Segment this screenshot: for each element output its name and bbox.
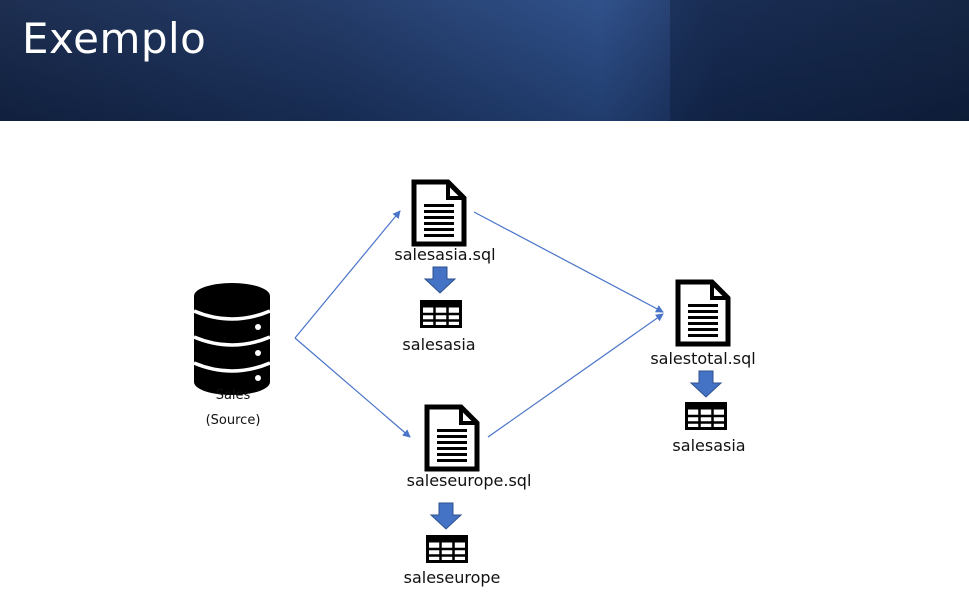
source-name: Sales xyxy=(215,388,251,403)
down-arrow-icon xyxy=(424,266,456,294)
europe-script-label: saleseurope.sql xyxy=(406,471,532,490)
database-icon xyxy=(193,283,271,395)
title-bar: Exemplo xyxy=(0,0,969,121)
down-arrow-icon xyxy=(690,370,722,398)
table-icon xyxy=(685,402,727,430)
document-icon xyxy=(678,282,728,344)
connector-europe-to-total xyxy=(487,313,664,438)
source-subtitle: (Source) xyxy=(205,413,261,428)
document-icon xyxy=(427,407,477,469)
down-arrow-icon xyxy=(430,502,462,530)
europe-table-label: saleseurope xyxy=(403,568,501,587)
table-icon xyxy=(420,300,462,328)
asia-script-label: salesasia.sql xyxy=(394,245,496,264)
title-bar-panel xyxy=(670,0,969,121)
connector-source-to-europe xyxy=(294,337,411,438)
asia-table-label: salesasia xyxy=(402,335,476,354)
document-icon xyxy=(414,182,464,244)
table-icon xyxy=(426,535,468,563)
connector-source-to-asia xyxy=(294,210,401,339)
connector-asia-to-total xyxy=(473,211,664,313)
slide-title: Exemplo xyxy=(22,14,207,63)
total-table-label: salesasia xyxy=(672,436,746,455)
title-bar-shade xyxy=(0,0,969,121)
total-script-label: salestotal.sql xyxy=(650,349,756,368)
